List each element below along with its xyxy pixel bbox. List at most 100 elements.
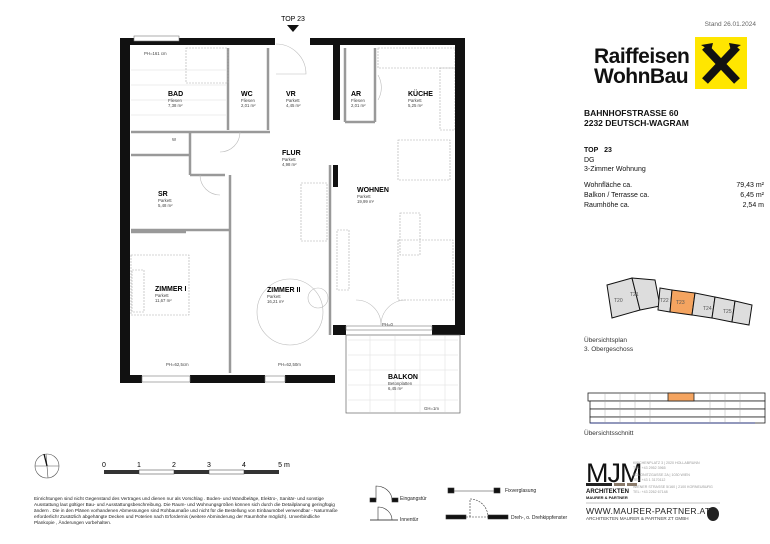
svg-text:Parkett: Parkett: [158, 198, 172, 203]
architect-name: ARCHITEKTEN MAURER & PARTNER: [586, 489, 629, 501]
svg-text:4,98 m²: 4,98 m²: [282, 162, 297, 167]
ph-note: PH=62,50m: [278, 362, 301, 367]
svg-text:Parkett: Parkett: [357, 194, 371, 199]
svg-text:Parkett: Parkett: [155, 293, 169, 298]
svg-text:Fliesen: Fliesen: [241, 98, 255, 103]
overview-plan: T20 T21 T22 T23 T24 T25: [606, 277, 753, 326]
ph-note: PH=161 cm: [144, 51, 167, 56]
office-address: KOLONITZGASSE 2A | 1030 WIEN: [633, 473, 690, 477]
floor: DG: [584, 156, 595, 164]
svg-text:6,45 m²: 6,45 m²: [388, 386, 403, 391]
logo-line1: Raiffeisen: [594, 45, 690, 68]
svg-text:5,48 m²: 5,48 m²: [158, 203, 173, 208]
office-address: WIENER STRASSE 5/160 | 2100 KORNEUBURG: [633, 485, 713, 489]
svg-text:Parkett: Parkett: [267, 294, 281, 299]
svg-text:2,01 m²: 2,01 m²: [241, 103, 256, 108]
architect-offices: KIRCHENPLATZ 3 | 2020 HOLLABRUNN TEL: +4…: [633, 461, 723, 494]
unit-type: 3-Zimmer Wohnung: [584, 166, 646, 173]
outer-walls: [120, 38, 465, 383]
area-label: Raumhöhe ca.: [584, 202, 630, 209]
overview-unit: T20: [614, 298, 623, 304]
svg-text:5,25 m²: 5,25 m²: [408, 103, 423, 108]
overview-unit: T24: [703, 306, 712, 312]
door-swings: [199, 43, 407, 346]
scale-tick: 4: [242, 462, 246, 469]
svg-text:WC: WC: [241, 91, 253, 98]
svg-text:KÜCHE: KÜCHE: [408, 89, 433, 98]
svg-text:Parkett: Parkett: [282, 157, 296, 162]
tile-pattern: [131, 69, 458, 412]
top-number: 23: [604, 147, 612, 154]
svg-text:11,67 m²: 11,67 m²: [155, 298, 172, 303]
top-label: TOP: [584, 147, 599, 154]
overview-unit: T22: [660, 298, 669, 304]
windows: [133, 35, 433, 383]
architect-website[interactable]: WWW.MAURER-PARTNER.AT: [586, 506, 711, 516]
scale-tick: 5 m: [278, 462, 290, 469]
svg-text:Fliesen: Fliesen: [168, 98, 182, 103]
area-value: 79,43 m²: [736, 182, 764, 189]
area-value: 6,45 m²: [740, 192, 764, 199]
svg-text:Parkett: Parkett: [286, 98, 300, 103]
legend-inner-door: Innentür: [400, 517, 419, 523]
ph-note: PH=62,5cm: [166, 362, 189, 367]
svg-text:WOHNEN: WOHNEN: [357, 187, 389, 194]
svg-text:Parkett: Parkett: [408, 98, 422, 103]
scale-bar: 0 1 2 3 4 5 m: [102, 462, 290, 475]
office-address: KIRCHENPLATZ 3 | 2020 HOLLABRUNN: [633, 461, 700, 465]
svg-text:4,45 m²: 4,45 m²: [286, 103, 301, 108]
area-row: Raumhöhe ca. 2,54 m: [584, 202, 764, 209]
overview-unit-highlighted: T23: [676, 300, 685, 306]
scale-tick: 0: [102, 462, 106, 469]
logo-line2: WohnBau: [594, 65, 689, 88]
scale-tick: 2: [172, 462, 176, 469]
unit-info: TOP 23 DG 3-Zimmer Wohnung: [584, 146, 646, 175]
furniture: [130, 47, 456, 316]
overview-unit: T21: [630, 292, 639, 298]
svg-text:BALKON: BALKON: [388, 374, 418, 381]
entrance-label: TOP 23: [281, 16, 305, 23]
svg-text:BAD: BAD: [168, 91, 183, 98]
area-row: Balkon / Terrasse ca. 6,45 m²: [584, 192, 764, 199]
washer-label: W: [172, 137, 177, 142]
svg-text:SR: SR: [158, 191, 168, 198]
svg-text:VR: VR: [286, 91, 296, 98]
raiffeisen-logo-icon: [695, 37, 747, 89]
overview-section-title: Übersichtsschnitt: [584, 430, 634, 437]
area-row: Wohnfläche ca. 79,43 m²: [584, 182, 764, 189]
legend-fixed-glazing: Fixverglasung: [505, 488, 537, 494]
street: BAHNHOFSTRASSE 60: [584, 108, 679, 118]
scale-tick: 3: [207, 462, 211, 469]
office-phone: TEL: +43 2952 3965: [633, 465, 666, 470]
svg-text:7,38 m²: 7,38 m²: [168, 103, 183, 108]
interior-walls: [131, 48, 377, 373]
area-value: 2,54 m: [742, 202, 764, 209]
area-label: Balkon / Terrasse ca.: [584, 192, 650, 199]
mjm-bar: [627, 483, 637, 486]
architect-name2: MAURER & PARTNER: [586, 495, 628, 500]
legend-symbols: [369, 485, 509, 521]
ph-note: PH=0: [382, 322, 393, 327]
area-label: Wohnfläche ca.: [584, 182, 633, 189]
project-address: BAHNHOFSTRASSE 60 2232 DEUTSCH-WAGRAM: [584, 108, 689, 128]
overview-plan-floor: 3. Obergeschoss: [584, 346, 634, 353]
architect-company: ARCHITEKTEN MAURER & PARTNER ZT GMBH: [586, 516, 689, 521]
svg-text:FLUR: FLUR: [282, 150, 301, 157]
svg-text:AR: AR: [351, 91, 361, 98]
svg-text:ZIMMER II: ZIMMER II: [267, 287, 300, 294]
disclaimer: Einrichtungen sind nicht Gegenstand des …: [34, 496, 338, 525]
balcony-outline: [345, 334, 461, 414]
entrance-arrow-icon: [287, 25, 299, 32]
